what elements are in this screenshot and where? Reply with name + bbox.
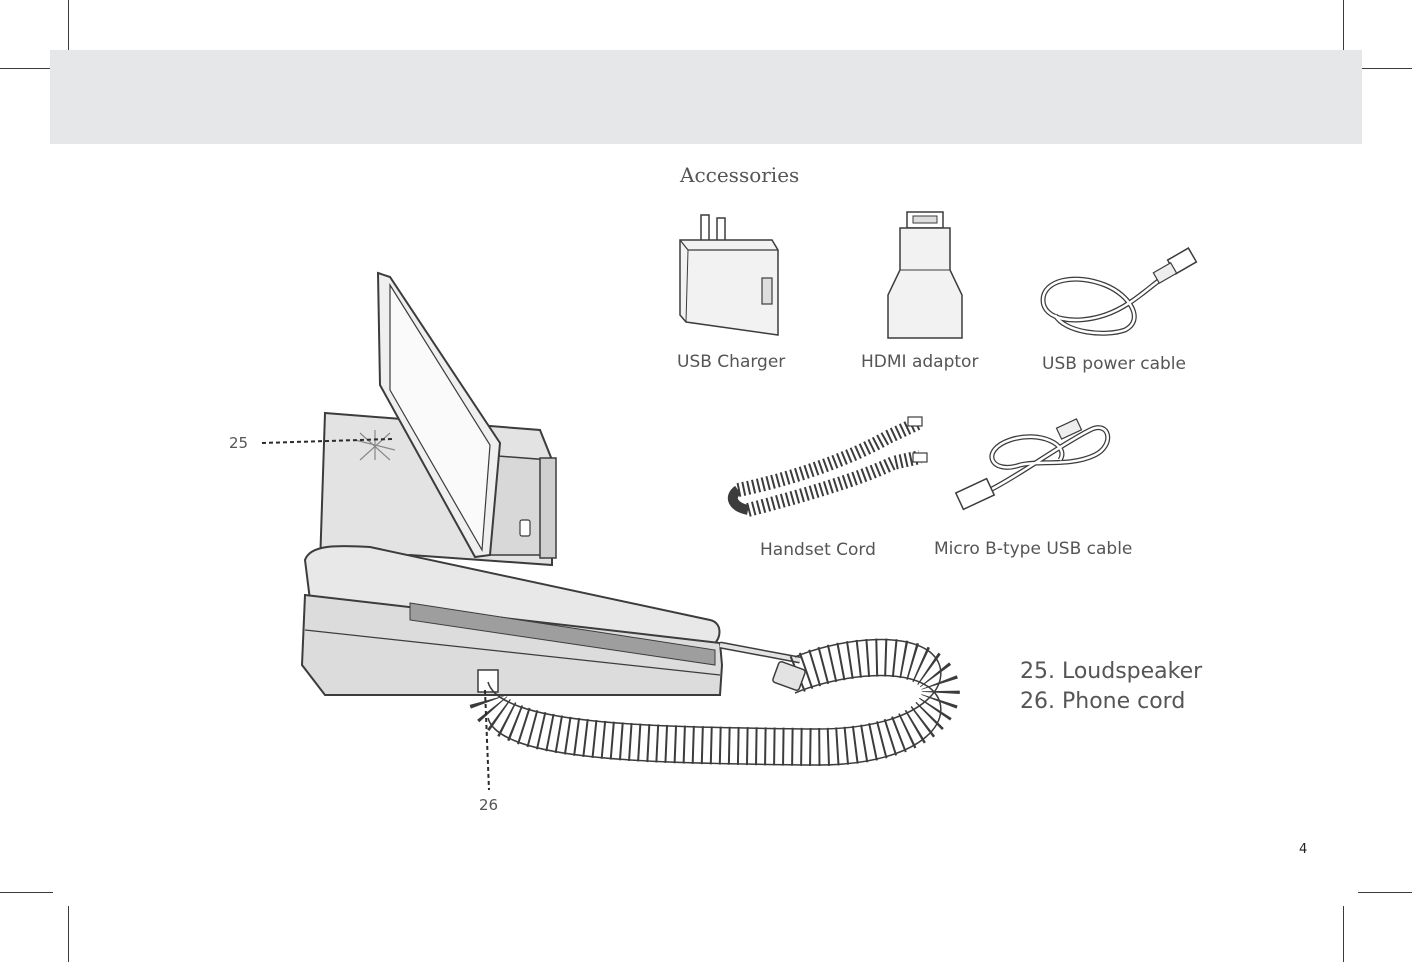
crop-mark-bottom-left-v: [68, 906, 69, 962]
crop-mark-bottom-right-h: [1358, 892, 1412, 893]
crop-mark-top-left-h: [0, 68, 53, 69]
callout-leader-25: [261, 438, 393, 444]
crop-mark-top-right-h: [1358, 68, 1412, 69]
legend: 25. Loudspeaker 26. Phone cord: [1020, 657, 1202, 717]
callout-leader-26: [484, 689, 490, 791]
usb-charger-icon: [679, 214, 779, 336]
crop-mark-bottom-right-v: [1343, 906, 1344, 962]
speaker-grille: [354, 430, 396, 461]
phone-dock-illustration: [300, 271, 960, 767]
legend-item-phone-cord: 26. Phone cord: [1020, 689, 1186, 714]
handset-cord-icon: [727, 416, 928, 517]
accessory-label-micro-usb-cable: Micro B-type USB cable: [934, 539, 1133, 559]
accessory-label-usb-charger: USB Charger: [677, 352, 786, 372]
hdmi-adaptor-icon: [887, 211, 963, 339]
header-band: [50, 50, 1362, 144]
callout-number-25: 25: [229, 434, 249, 452]
legend-item-loudspeaker: 25. Loudspeaker: [1020, 659, 1203, 684]
crop-mark-top-right-v: [1343, 0, 1344, 50]
crop-mark-top-left-v: [68, 0, 69, 50]
crop-mark-bottom-left-h: [0, 892, 53, 893]
section-title: Accessories: [680, 163, 800, 187]
accessory-label-usb-power-cable: USB power cable: [1042, 354, 1186, 374]
accessory-label-handset-cord: Handset Cord: [760, 540, 876, 560]
accessory-label-hdmi-adaptor: HDMI adaptor: [861, 352, 979, 372]
usb-power-cable-icon: [1040, 247, 1198, 336]
callout-number-26: 26: [479, 796, 499, 814]
page-number: 4: [1299, 842, 1308, 857]
micro-usb-cable-icon: [954, 418, 1111, 511]
